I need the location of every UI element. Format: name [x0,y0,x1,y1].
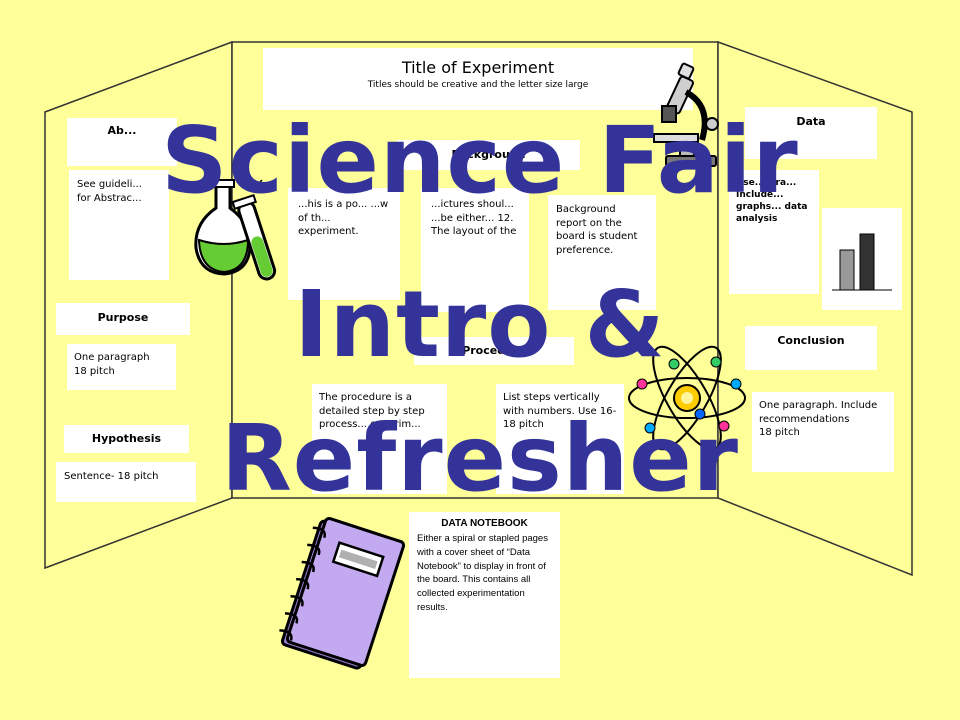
hypothesis-header: Hypothesis [91,432,162,445]
procedure-col1-text: The procedure is a detailed step by step… [319,392,425,430]
hypothesis-header-card: Hypothesis [64,425,189,453]
data-notebook-card: DATA NOTEBOOK Either a spiral or stapled… [409,512,560,678]
procedure-col2-text: List steps vertically with numbers. Use … [503,392,617,430]
abstract-text-card: See guideli... for Abstrac... [69,170,169,280]
purpose-header: Purpose [97,311,149,324]
conclusion-header: Conclusion [777,334,845,347]
purpose-text-card: One paragraph 18 pitch [67,344,176,390]
background-col2-text: ...ictures shoul... ...be either... 12. … [431,199,517,237]
bar-chart [832,233,892,291]
hypothesis-text-card: Sentence- 18 pitch [56,462,196,502]
conclusion-text: One paragraph. Include recommendations 1… [759,400,878,438]
atom-icon [628,345,746,451]
background-col3-card: Background report on the board is studen… [548,195,656,310]
data-header-card: Data [745,107,877,159]
procedure-header: Procedure [462,344,526,357]
procedure-header-card: Procedure [414,337,574,365]
flask-icon [194,178,277,281]
background-header-card: Background [397,140,580,170]
overlay-title-line3: Refresher [220,405,740,512]
title-heading: Title of Experiment [401,58,555,77]
abstract-text: See guideli... for Abstrac... [77,179,142,204]
title-card: Title of Experiment Titles should be cre… [263,48,693,110]
data-text: Use... Gra... Include... graphs... data … [736,178,808,225]
notebook-heading: DATA NOTEBOOK [441,518,528,529]
microscope-icon [653,62,719,167]
abstract-header-card: Ab... [67,118,177,166]
data-chart-card [822,208,902,310]
overlay-title-line1: Science Fair [161,107,799,214]
abstract-header: Ab... [107,124,137,137]
background-col1-card: ...his is a po... ...w of th... experime… [288,188,400,300]
background-col3-text: Background report on the board is studen… [556,204,638,256]
title-subtext: Titles should be creative and the letter… [367,80,589,90]
conclusion-header-card: Conclusion [745,326,877,370]
hypothesis-text: Sentence- 18 pitch [64,471,159,482]
procedure-col1-card: The procedure is a detailed step by step… [312,384,447,494]
notebook-icon [279,517,406,670]
background-col1-text: ...his is a po... ...w of th... experime… [298,199,389,237]
procedure-col2-card: List steps vertically with numbers. Use … [496,384,624,494]
notebook-text: Either a spiral or stapled pages with a … [417,533,548,613]
background-col2-card: ...ictures shoul... ...be either... 12. … [421,188,529,312]
purpose-header-card: Purpose [56,303,190,335]
conclusion-text-card: One paragraph. Include recommendations 1… [752,392,894,472]
overlay-title-line2: Intro & [294,271,666,378]
purpose-text: One paragraph 18 pitch [74,352,150,377]
data-header: Data [796,115,826,128]
data-text-card: Use... Gra... Include... graphs... data … [729,170,819,294]
background-header: Background [451,148,526,161]
